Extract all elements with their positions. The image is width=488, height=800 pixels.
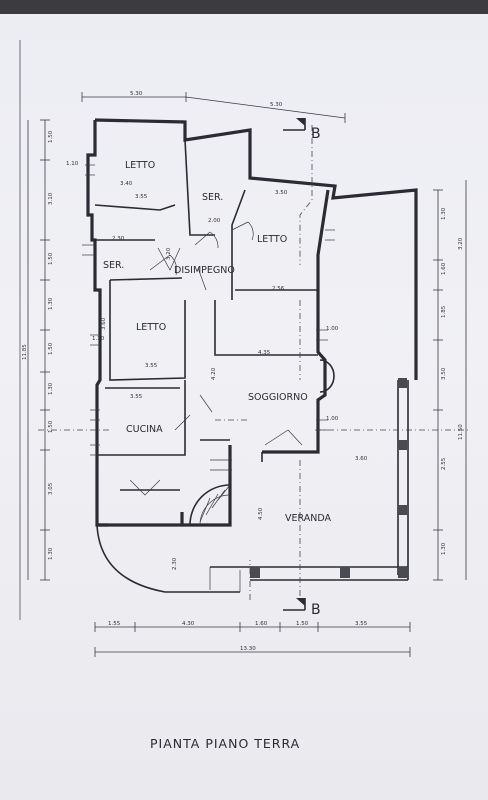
pillar [340, 567, 350, 578]
dim-label: 2.55 [441, 457, 447, 470]
dim-label: 2.56 [272, 286, 285, 292]
interior-walls [94, 139, 318, 491]
dim-label: 1.50 [48, 252, 54, 265]
dim-top: 5.30 5.30 [81, 91, 346, 123]
dim-label: 4.35 [258, 350, 271, 356]
dim-label: 3.20 [458, 237, 464, 250]
dim-bottom: 1.55 4.30 1.60 1.50 3.55 13.30 [94, 621, 411, 657]
dim-label: 3.05 [48, 482, 54, 495]
dim-label: 3.50 [441, 367, 447, 380]
dim-label: 1.50 [48, 130, 54, 143]
dim-label: 1.60 [255, 621, 268, 627]
dim-label: 1.10 [66, 161, 79, 167]
dim-label: 5.30 [270, 102, 283, 108]
dim-label: 2.00 [208, 218, 221, 224]
section-label-top: B [311, 126, 321, 142]
dim-label: 1.85 [441, 305, 447, 318]
dim-label: 1.30 [48, 547, 54, 560]
dim-label: 3.55 [355, 621, 368, 627]
room-label-letto-2: LETTO [257, 234, 287, 245]
section-marker-top: B [283, 118, 321, 142]
dim-label: 1.30 [441, 542, 447, 555]
windows [82, 164, 335, 456]
curved-wall [96, 524, 240, 593]
dim-label: 1.30 [92, 336, 105, 342]
scan-edge [0, 0, 488, 14]
room-label-soggiorno: SOGGIORNO [248, 392, 308, 403]
dim-label: 1.30 [48, 382, 54, 395]
room-label-cucina: CUCINA [126, 424, 163, 435]
dim-interior: 3.40 3.55 3.50 2.56 4.35 4.20 3.55 3.55 … [66, 161, 368, 570]
veranda [209, 378, 409, 590]
dim-label: 4.50 [258, 507, 264, 520]
dim-label: 1.00 [326, 416, 339, 422]
room-label-disimpegno: DISIMPEGNO [174, 265, 235, 276]
dim-label: 3.40 [120, 181, 133, 187]
dim-label: 3.50 [275, 190, 288, 196]
room-label-veranda: VERANDA [285, 513, 331, 524]
dim-label: 3.60 [101, 317, 107, 330]
dim-label: 1.50 [296, 621, 309, 627]
dim-label: 2.30 [172, 557, 178, 570]
room-label-letto-1: LETTO [125, 160, 155, 171]
dim-label: 4.30 [182, 621, 195, 627]
pillar [398, 378, 407, 388]
drawing-title: PIANTA PIANO TERRA [150, 736, 300, 751]
dim-label: 1.30 [441, 207, 447, 220]
dim-label: 3.55 [135, 194, 148, 200]
dim-label: 1.60 [441, 262, 447, 275]
dim-right: 1.30 3.20 1.60 1.85 3.50 2.55 1.30 11.50 [433, 180, 467, 581]
dim-label: 1.30 [48, 297, 54, 310]
dim-label: 3.20 [166, 247, 172, 260]
bay-window [319, 359, 335, 393]
pillar [398, 505, 407, 515]
dim-label: 11.85 [22, 344, 28, 360]
pillar [250, 567, 260, 578]
dim-label: 1.55 [108, 621, 121, 627]
section-marker-bottom: B [283, 598, 321, 618]
dim-label: 4.20 [211, 367, 217, 380]
section-label-bottom: B [311, 602, 321, 618]
dim-label: 1.50 [48, 420, 54, 433]
dim-label: 1.50 [48, 342, 54, 355]
pillar [398, 567, 408, 578]
spiral-stair [189, 455, 232, 526]
door-swings [129, 221, 303, 496]
dim-label: 11.50 [458, 424, 464, 440]
dim-label: 13.30 [240, 646, 256, 652]
dim-label: 3.55 [130, 394, 143, 400]
dim-label: 3.60 [355, 456, 368, 462]
dim-label: 3.10 [48, 192, 54, 205]
dim-label: 2.30 [112, 236, 125, 242]
pillar [398, 440, 407, 450]
room-label-ser-2: SER. [103, 260, 124, 271]
room-labels: LETTO SER. LETTO SER. DISIMPEGNO LETTO S… [103, 160, 331, 524]
room-label-letto-3: LETTO [136, 322, 166, 333]
dim-left: 1.50 3.10 1.50 1.30 1.50 1.30 1.50 3.05 … [22, 119, 54, 581]
room-label-ser-1: SER. [202, 192, 223, 203]
dim-label: 3.55 [145, 363, 158, 369]
dim-label: 5.30 [130, 91, 143, 97]
section-lines [38, 125, 470, 600]
dim-label: 1.00 [326, 326, 339, 332]
